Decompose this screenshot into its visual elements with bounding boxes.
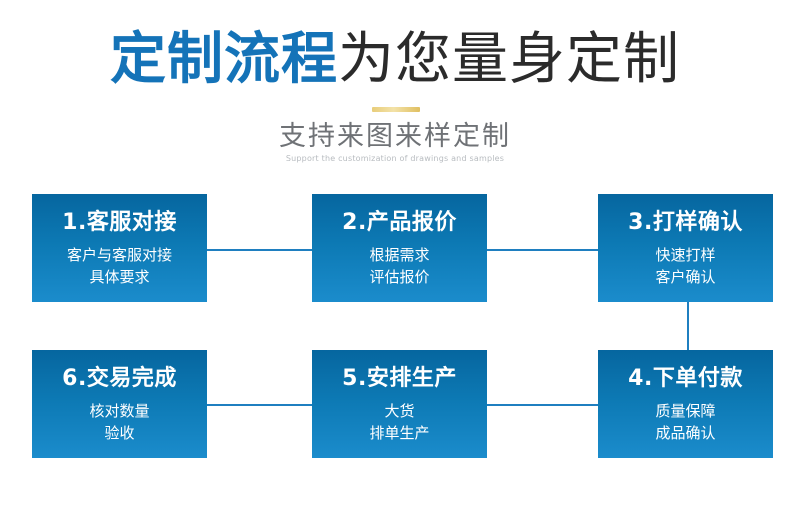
step-4-desc-line1: 质量保障 [655,402,716,420]
step-5-title: 5.安排生产 [342,366,457,391]
page-title-rest: 为您量身定制 [338,27,680,92]
step-2-title: 2.产品报价 [342,210,457,235]
step-5-desc-line1: 大货 [384,402,415,420]
step-3-title: 3.打样确认 [628,210,743,235]
page-header: 定制流程为您量身定制 支持来图来样定制 Support the customiz… [0,0,790,180]
subtitle-chinese: 支持来图来样定制 [279,121,511,152]
step-3-desc-line1: 快速打样 [655,246,716,264]
step-4-desc-line2: 成品确认 [655,424,716,442]
step-6-title: 6.交易完成 [62,366,177,391]
subtitle-english: Support the customization of drawings an… [285,154,505,163]
step-2-desc-line2: 评估报价 [369,268,430,286]
step-1-title: 1.客服对接 [62,210,177,235]
step-6-desc-line1: 核对数量 [89,402,150,420]
connector-step4-step5 [487,404,598,406]
connector-step3-step4 [687,302,689,350]
connector-step5-step6 [207,404,312,406]
connector-step2-step3 [487,249,598,251]
step-box-3[interactable]: 3.打样确认 快速打样 客户确认 [598,194,773,302]
step-box-4[interactable]: 4.下单付款 质量保障 成品确认 [598,350,773,458]
step-1-desc-line2: 具体要求 [89,268,150,286]
step-box-2[interactable]: 2.产品报价 根据需求 评估报价 [312,194,487,302]
page-title-accent: 定制流程 [110,27,338,92]
gold-divider [372,107,420,112]
step-5-desc-line2: 排单生产 [369,424,430,442]
step-box-5[interactable]: 5.安排生产 大货 排单生产 [312,350,487,458]
step-box-6[interactable]: 6.交易完成 核对数量 验收 [32,350,207,458]
step-3-desc-line2: 客户确认 [655,268,716,286]
step-1-desc-line1: 客户与客服对接 [66,246,172,264]
step-2-desc-line1: 根据需求 [369,246,430,264]
step-6-desc-line2: 验收 [104,424,135,442]
step-box-1[interactable]: 1.客服对接 客户与客服对接 具体要求 [32,194,207,302]
page-title: 定制流程为您量身定制 [0,26,790,94]
step-4-title: 4.下单付款 [628,366,743,391]
connector-step1-step2 [207,249,312,251]
